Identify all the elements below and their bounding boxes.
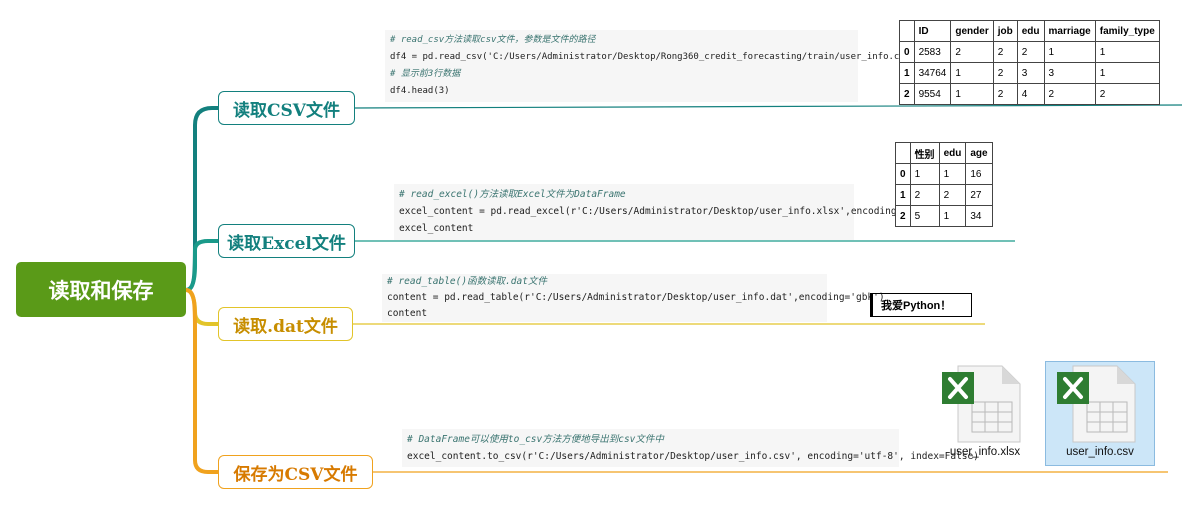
table-cell: 1	[1043, 41, 1096, 63]
row-index: 0	[895, 163, 911, 185]
table-cell: 2	[1094, 83, 1160, 105]
file-xlsx[interactable]: user_info.xlsx	[930, 362, 1040, 467]
table-cell: 1	[1094, 62, 1160, 84]
branch-read-excel[interactable]: 读取Excel文件	[218, 224, 355, 258]
table-cell: 2	[992, 83, 1018, 105]
table-cell: 9554	[913, 83, 952, 105]
table-cell: 4	[1016, 83, 1045, 105]
table-cell: 2	[950, 41, 994, 63]
code-comment: # read_csv方法读取csv文件，参数是文件的路径	[390, 35, 596, 45]
code-line: excel_content	[399, 223, 474, 234]
table-cell: 16	[965, 163, 993, 185]
code-line: df4 = pd.read_csv('C:/Users/Administrato…	[390, 52, 1003, 62]
table-cell: 34	[965, 205, 993, 227]
table-cell: 27	[965, 184, 993, 206]
row-index: 2	[895, 205, 911, 227]
code-comment: # 显示前3行数据	[390, 69, 461, 79]
connector-excel	[185, 239, 219, 292]
table-cell: 1	[938, 205, 967, 227]
table-cell: 1	[909, 163, 940, 185]
column-header: family_type	[1094, 20, 1160, 42]
table-cell: 1	[1094, 41, 1160, 63]
column-header	[899, 20, 915, 42]
connector-csv	[185, 106, 219, 292]
table-cell: 2	[1016, 41, 1045, 63]
excel-file-icon	[1057, 365, 1136, 443]
table-cell: 34764	[913, 62, 952, 84]
row-index: 2	[899, 83, 915, 105]
column-header: ID	[913, 20, 952, 42]
table-cell: 2	[1043, 83, 1096, 105]
code-block-csv: # read_csv方法读取csv文件，参数是文件的路径 df4 = pd.rea…	[385, 30, 1003, 102]
root-node[interactable]: 读取和保存	[16, 262, 186, 317]
table-cell: 1	[950, 83, 994, 105]
code-comment: # read_excel()方法读取Excel文件为DataFrame	[399, 189, 626, 200]
code-comment: # read_table()函数读取.dat文件	[387, 276, 547, 287]
row-index: 1	[895, 184, 911, 206]
column-header: edu	[938, 142, 967, 164]
code-line: excel_content.to_csv(r'C:/Users/Administ…	[407, 451, 979, 462]
table-cell: 2	[938, 184, 967, 206]
file-csv[interactable]: user_info.csv	[1045, 361, 1155, 466]
code-line: excel_content = pd.read_excel(r'C:/Users…	[399, 206, 937, 217]
table-cell: 2583	[913, 41, 952, 63]
file-name: user_info.csv	[1066, 446, 1134, 458]
table-cell: 1	[950, 62, 994, 84]
code-line: content = pd.read_table(r'C:/Users/Admin…	[387, 292, 885, 303]
code-line: df4.head(3)	[390, 86, 450, 96]
table-cell: 2	[909, 184, 940, 206]
table-cell: 2	[992, 41, 1018, 63]
row-index: 1	[899, 62, 915, 84]
column-header: age	[965, 142, 993, 164]
excel-file-icon	[942, 365, 1021, 443]
column-header: marriage	[1043, 20, 1096, 42]
branch-save-csv[interactable]: 保存为CSV文件	[218, 455, 373, 489]
table-cell: 5	[909, 205, 940, 227]
underline-csv	[354, 104, 1183, 109]
column-header: edu	[1016, 20, 1045, 42]
connector-save	[185, 288, 219, 474]
code-line: content	[387, 308, 428, 319]
column-header: gender	[950, 20, 994, 42]
column-header: job	[992, 20, 1018, 42]
row-index: 0	[899, 41, 915, 63]
column-header	[895, 142, 911, 164]
dat-output: 我爱Python！	[870, 293, 972, 317]
table-cell: 1	[938, 163, 967, 185]
table-cell: 2	[992, 62, 1018, 84]
code-comment: # DataFrame可以使用to_csv方法方便地导出到csv文件中	[407, 434, 664, 445]
table-cell: 3	[1043, 62, 1096, 84]
table-cell: 3	[1016, 62, 1045, 84]
column-header: 性别	[909, 142, 940, 164]
branch-read-dat[interactable]: 读取.dat文件	[218, 307, 353, 341]
branch-read-csv[interactable]: 读取CSV文件	[218, 91, 355, 125]
file-name: user_info.xlsx	[949, 446, 1021, 458]
